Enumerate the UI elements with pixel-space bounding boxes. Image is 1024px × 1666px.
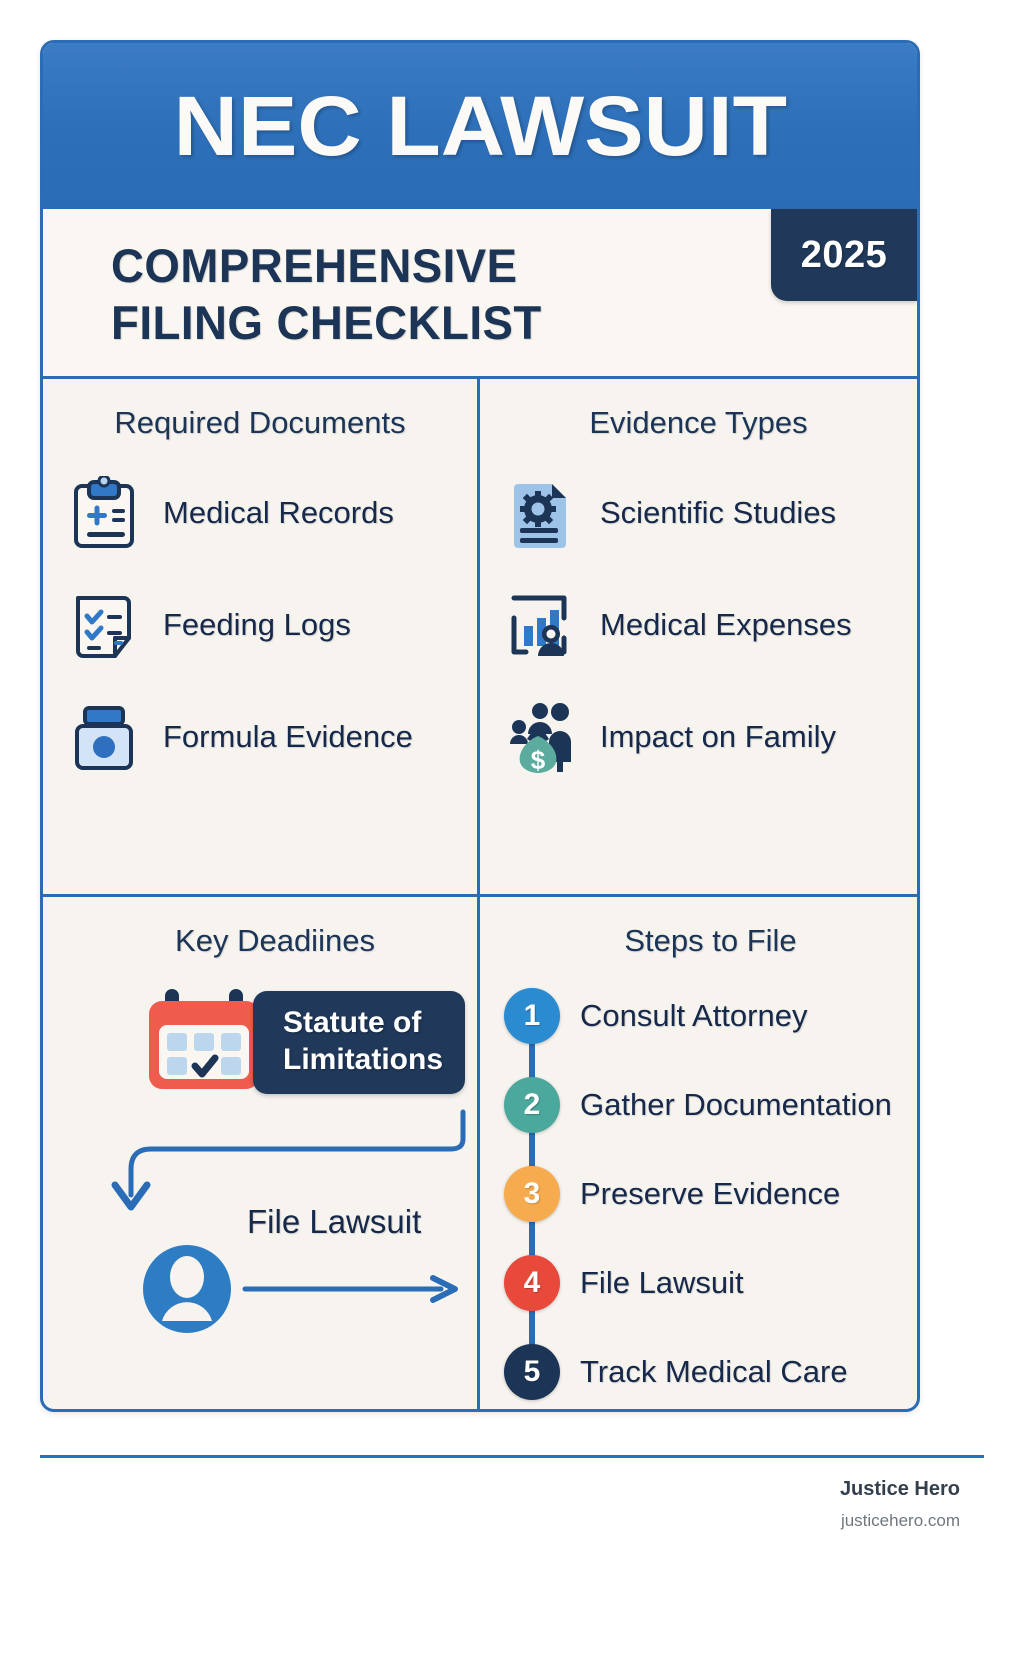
list-item: Medical Records [43,457,477,569]
list-item-label: Scientific Studies [600,494,837,530]
family-money-bag-icon: $ [502,698,580,776]
step-label: Track Medical Care [580,1353,848,1389]
list-item: 3 Preserve Evidence [480,1149,917,1238]
quadrant-row-bottom: Key Deadiines [43,897,917,1409]
subtitle-line-1: COMPREHENSIVE [111,239,518,292]
quadrant-required-documents: Required Documents [43,379,480,894]
step-label: Preserve Evidence [580,1175,841,1211]
list-item: 5 Track Medical Care [480,1327,917,1409]
year-badge: 2025 [771,209,917,301]
evidence-types-list: Scientific Studies [480,441,917,793]
required-documents-title: Required Documents [114,405,406,440]
steps-list: 1 Consult Attorney 2 Gather Documentatio… [480,971,917,1409]
list-item-label: Formula Evidence [163,718,413,754]
formula-bottle-icon [65,698,143,776]
step-label: File Lawsuit [580,1264,744,1300]
list-item: Feeding Logs [43,569,477,681]
step-label: Gather Documentation [580,1086,892,1122]
list-item-label: Feeding Logs [163,606,351,642]
quadrant-key-deadlines: Key Deadiines [43,897,480,1409]
step-number-badge: 1 [504,987,560,1044]
key-deadlines-title: Key Deadiines [175,923,375,958]
list-item-label: Medical Records [163,494,394,530]
year-badge-label: 2025 [800,233,888,276]
curved-arrow-down-icon [111,1109,466,1211]
checklist-document-icon [65,586,143,664]
person-and-arrow-group [143,1245,458,1333]
status-badge: Statute of Limitations [253,990,466,1095]
subtitle-line-2: FILING CHECKLIST [111,296,542,350]
footer-divider [40,1455,984,1458]
list-item: $ Impact on Family [480,681,917,793]
list-item: 4 File Lawsuit [480,1238,917,1327]
quadrant-grid: Required Documents [43,379,917,1409]
statute-line-1: Statute of [283,1005,422,1039]
quadrant-steps-to-file: Steps to File 1 Consult Attorney 2 Gathe… [480,897,917,1409]
list-item: Scientific Studies [480,457,917,569]
subtitle-block: COMPREHENSIVE FILING CHECKLIST 2025 [43,209,917,379]
step-number-badge: 5 [504,1343,560,1400]
subtitle: COMPREHENSIVE FILING CHECKLIST [111,237,542,352]
list-item: 2 Gather Documentation [480,1060,917,1149]
list-item-label: Impact on Family [600,718,837,754]
infographic-poster: NEC LAWSUIT COMPREHENSIVE FILING CHECKLI… [40,40,920,1412]
bar-chart-person-icon [502,586,580,664]
list-item: Formula Evidence [43,681,477,793]
step-number-badge: 2 [504,1076,560,1133]
evidence-types-title: Evidence Types [589,405,808,440]
footer-url: justicehero.com [840,1511,960,1530]
list-item-label: Medical Expenses [600,606,852,642]
step-label: Consult Attorney [580,997,808,1033]
page-title: NEC LAWSUIT [173,79,787,173]
step-number-badge: 4 [504,1254,560,1311]
list-item: 1 Consult Attorney [480,971,917,1060]
calendar-check-icon [143,985,271,1100]
document-gear-icon [502,474,580,552]
quadrant-evidence-types: Evidence Types [480,379,917,894]
step-number-badge: 3 [504,1165,560,1222]
required-documents-list: Medical Records [43,441,477,793]
header-band: NEC LAWSUIT [43,43,917,209]
file-lawsuit-label: File Lawsuit [247,1203,422,1240]
footer: Justice Hero justicehero.com [840,1478,960,1531]
person-circle-icon [143,1245,231,1333]
quadrant-row-top: Required Documents [43,379,917,897]
statute-of-limitations-group: Statute of Limitations [143,985,466,1100]
footer-brand: Justice Hero [839,1478,960,1500]
clipboard-medical-icon [65,474,143,552]
list-item: Medical Expenses [480,569,917,681]
arrow-right-icon [242,1275,458,1303]
statute-line-2: Limitations [283,1042,444,1076]
svg-text:$: $ [531,745,546,774]
steps-to-file-title: Steps to File [624,923,797,958]
